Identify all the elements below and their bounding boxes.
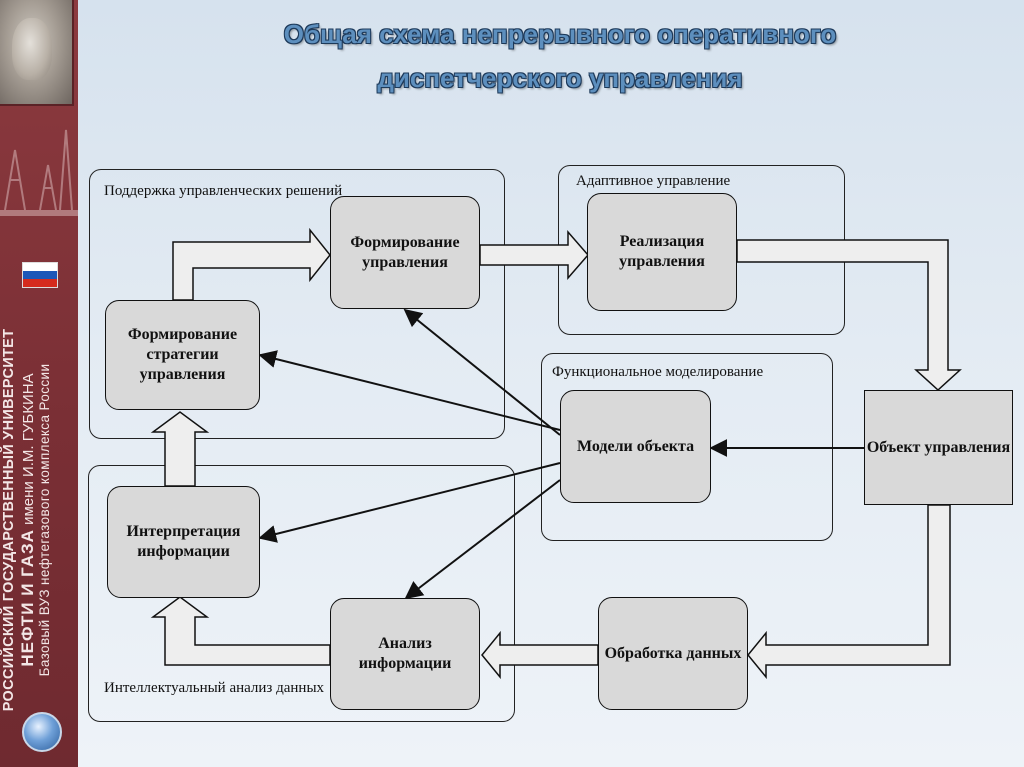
node-strategy-formation: Формирование стратегии управления	[105, 300, 260, 410]
university-logo-icon	[22, 712, 62, 752]
arrow-models-to-strategy	[258, 350, 561, 431]
group-label-functional-modeling: Функциональное моделирование	[552, 364, 764, 380]
group-label-adaptive-control: Адаптивное управление	[576, 173, 731, 189]
russian-flag-icon	[22, 262, 58, 288]
node-info-interpretation: Интерпретация информации	[107, 486, 260, 598]
node-realization-control: Реализация управления	[587, 193, 737, 311]
node-control-object: Объект управления	[864, 390, 1013, 505]
flow-arrow-object-to-processing	[747, 504, 951, 680]
group-label-decision-support: Поддержка управленческих решений	[104, 183, 343, 199]
portrait-image	[0, 0, 74, 106]
flow-arrow-processing-to-analysis	[481, 630, 599, 680]
node-object-models: Модели объекта	[560, 390, 711, 503]
page-title-line1: Общая схема непрерывного оперативного	[283, 19, 837, 49]
arrow-models-to-formation	[403, 308, 561, 436]
oil-rig-silhouette-icon	[0, 129, 78, 216]
arrow-models-to-analysis	[404, 479, 561, 600]
flow-arrow-strategy-to-formation	[172, 227, 331, 301]
page-title-line2: диспетчерского управления	[377, 63, 743, 93]
node-info-analysis: Анализ информации	[330, 598, 480, 710]
flag-stripe-red	[23, 279, 57, 287]
flag-stripe-white	[23, 263, 57, 271]
arrow-models-to-interpretation	[258, 462, 561, 543]
group-label-intelligent-analysis: Интеллектуальный анализ данных	[104, 680, 325, 696]
flow-arrow-realization-to-object	[736, 239, 962, 392]
sidebar-panel: РОССИЙСКИЙ ГОСУДАРСТВЕННЫЙ УНИВЕРСИТЕТ Н…	[0, 0, 78, 767]
page-title: Общая схема непрерывного оперативного ди…	[200, 12, 920, 100]
flow-arrow-analysis-to-interpretation	[150, 596, 331, 666]
group-decision-support	[89, 169, 505, 439]
node-data-processing: Обработка данных	[598, 597, 748, 710]
flag-stripe-blue	[23, 271, 57, 279]
node-formation-control: Формирование управления	[330, 196, 480, 309]
flow-arrow-interpretation-to-strategy	[150, 411, 210, 487]
group-intelligent-analysis	[88, 465, 515, 722]
flow-arrow-formation-to-realization	[479, 229, 589, 281]
